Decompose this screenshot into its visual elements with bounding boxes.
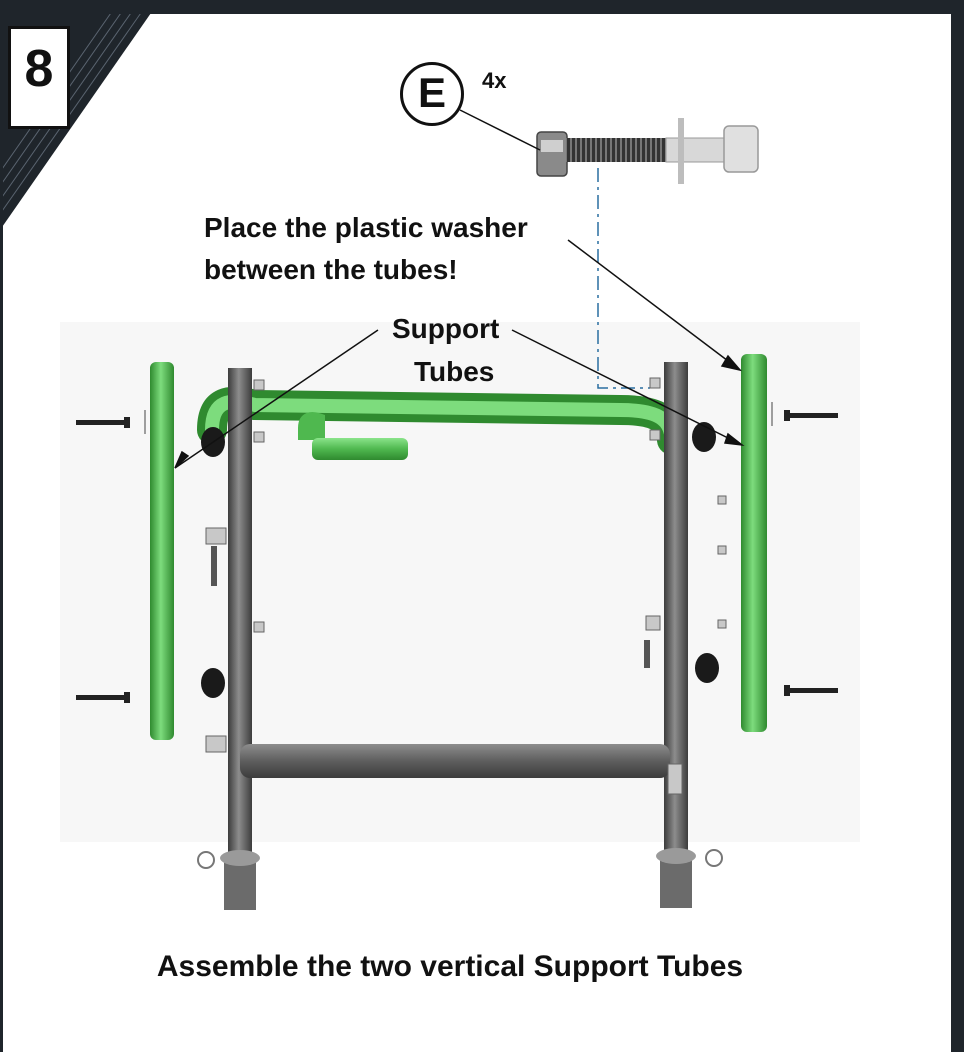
step-number: 8 [24, 40, 54, 98]
part-letter-callout: E [400, 62, 464, 126]
support-tubes-label-line2: Tubes [414, 356, 495, 387]
step-caption: Assemble the two vertical Support Tubes [156, 950, 744, 983]
step-number-box: 8 [8, 26, 70, 129]
warning-text-line2: between the tubes! [204, 254, 458, 285]
part-quantity: 4x [482, 68, 507, 93]
support-tubes-label-line1: Support [392, 313, 500, 344]
bolt-e-icon [536, 118, 759, 184]
warning-text-line1: Place the plastic washer [204, 212, 528, 243]
